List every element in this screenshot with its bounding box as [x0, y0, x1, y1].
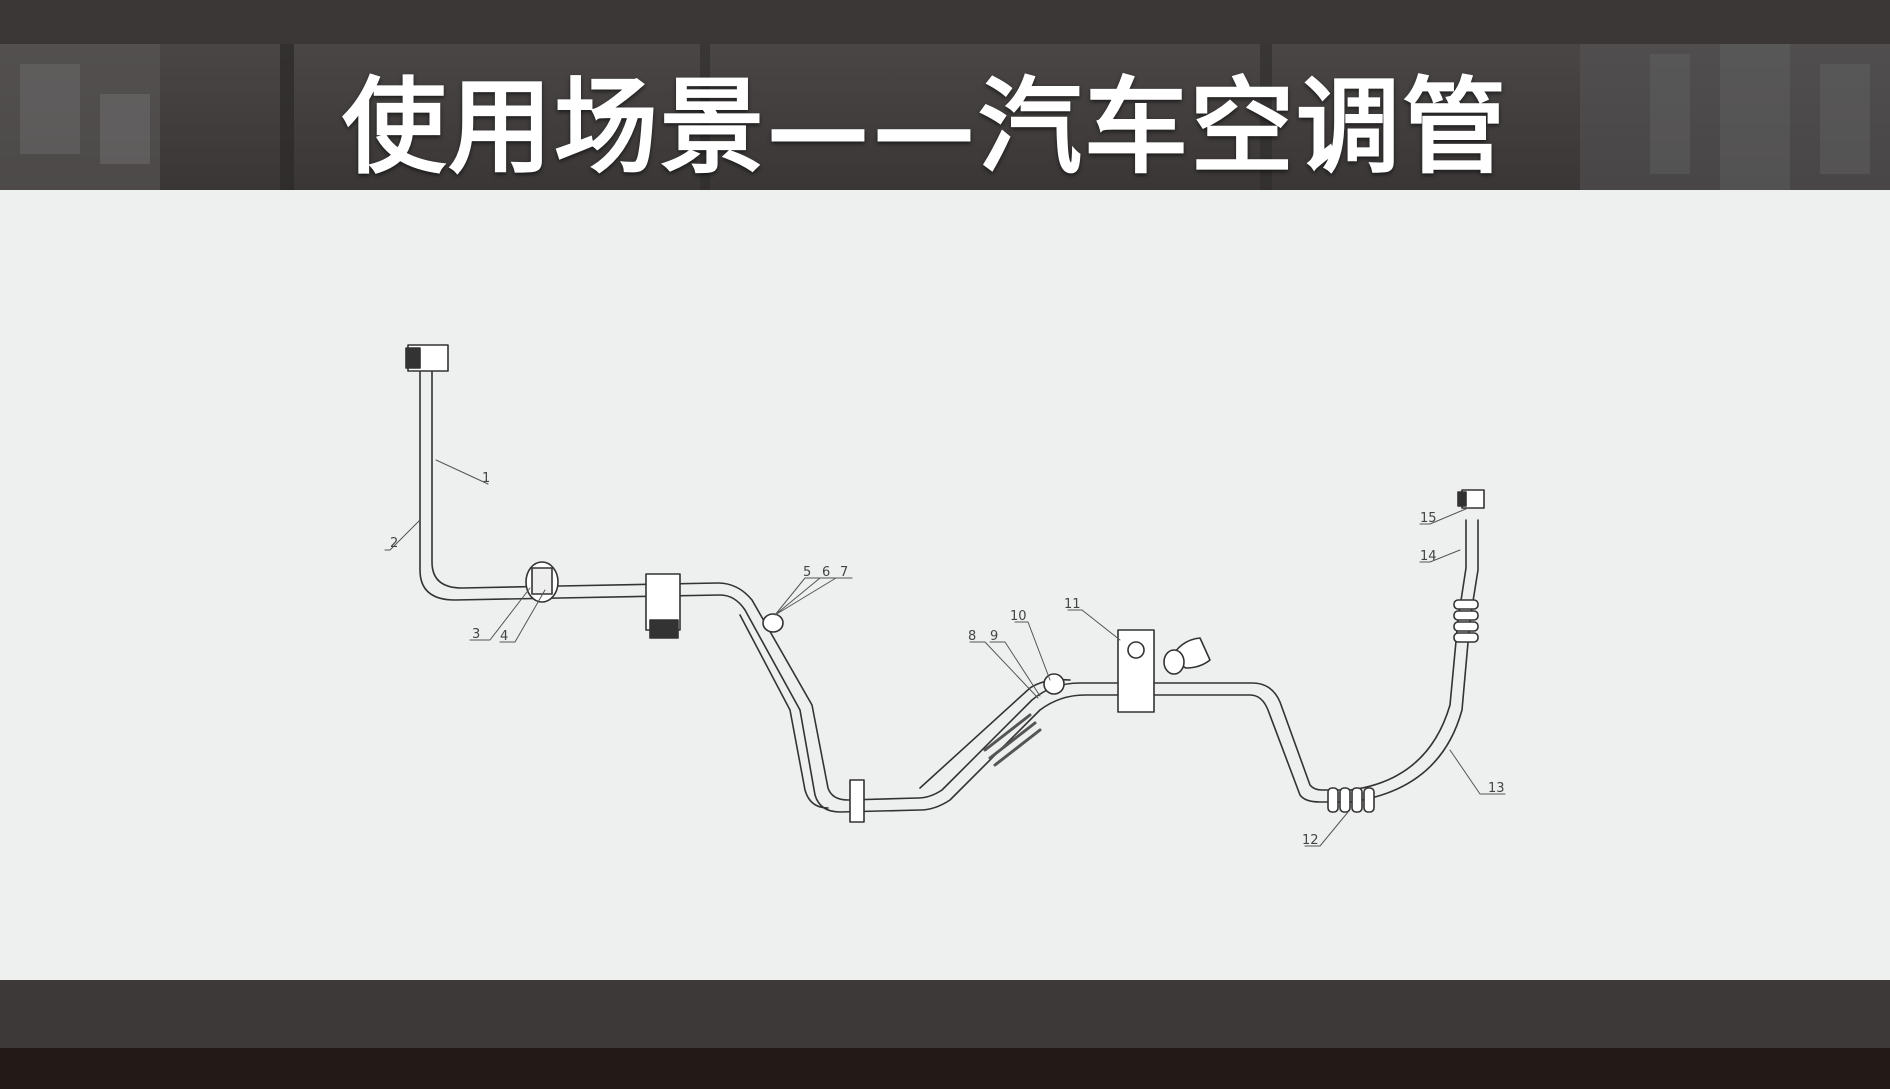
header-banner: 使用场景——汽车空调管	[0, 44, 1890, 190]
footer-bottom-band	[0, 1048, 1890, 1089]
part-label-5: 5	[803, 565, 811, 580]
hatched-section	[983, 713, 1042, 767]
leader-1	[435, 459, 489, 485]
pipe-outer-1	[419, 345, 1479, 813]
part-label-2: 2	[390, 536, 398, 551]
part-label-7: 7	[840, 565, 848, 580]
diagram-panel: 1 2 3 4 5 6 7 8 9 10 11 12 13 14 15	[0, 190, 1890, 980]
part-label-3: 3	[472, 627, 480, 642]
leader-4	[499, 589, 546, 643]
pipe-inner-1	[431, 345, 1467, 801]
part-label-13: 13	[1488, 781, 1505, 796]
leader-13	[1449, 749, 1506, 795]
leader-5-6-7	[774, 577, 853, 616]
fitting-top-left-cap	[405, 347, 421, 369]
corrugated-sleeve-14	[1327, 787, 1375, 813]
part-label-14: 14	[1420, 549, 1437, 564]
leader-15	[1419, 507, 1469, 525]
part-label-9: 9	[990, 629, 998, 644]
part-label-1: 1	[482, 471, 490, 486]
part-label-10: 10	[1010, 609, 1027, 624]
leader-8-9	[969, 641, 1041, 699]
top-strip	[0, 0, 1890, 44]
pipe-outer-3	[919, 678, 1071, 789]
part-label-4: 4	[500, 629, 508, 644]
ac-pipe-diagram: 1 2 3 4 5 6 7 8 9 10 11 12 13 14 15	[384, 344, 1506, 848]
leader-14	[1419, 549, 1461, 563]
header-background-machinery	[0, 44, 1890, 190]
leader-11	[1067, 609, 1121, 641]
part-label-12: 12	[1302, 833, 1319, 848]
part-label-11: 11	[1064, 597, 1081, 612]
clamp-block-1-lower	[649, 619, 679, 639]
page-title: 使用场景——汽车空调管	[341, 64, 1508, 188]
pipe-outer-2	[739, 614, 829, 809]
elbow-fitting-end	[1163, 649, 1185, 675]
leader-2	[384, 519, 421, 551]
leader-10	[1014, 621, 1051, 681]
fitting-567	[762, 613, 784, 633]
corrugated-sleeve-16	[1453, 599, 1479, 643]
fitting-top-right-cap	[1457, 491, 1467, 507]
clip-bottom	[849, 779, 865, 823]
leader-12	[1304, 811, 1349, 847]
leader-3	[469, 587, 531, 641]
nut-fitting-3-core	[531, 567, 553, 595]
bracket-11-hole	[1127, 641, 1145, 659]
part-label-8: 8	[968, 629, 976, 644]
part-label-15: 15	[1420, 511, 1437, 526]
footer-band	[0, 980, 1890, 1048]
part-label-6: 6	[822, 565, 830, 580]
fitting-9-10	[1043, 673, 1065, 695]
